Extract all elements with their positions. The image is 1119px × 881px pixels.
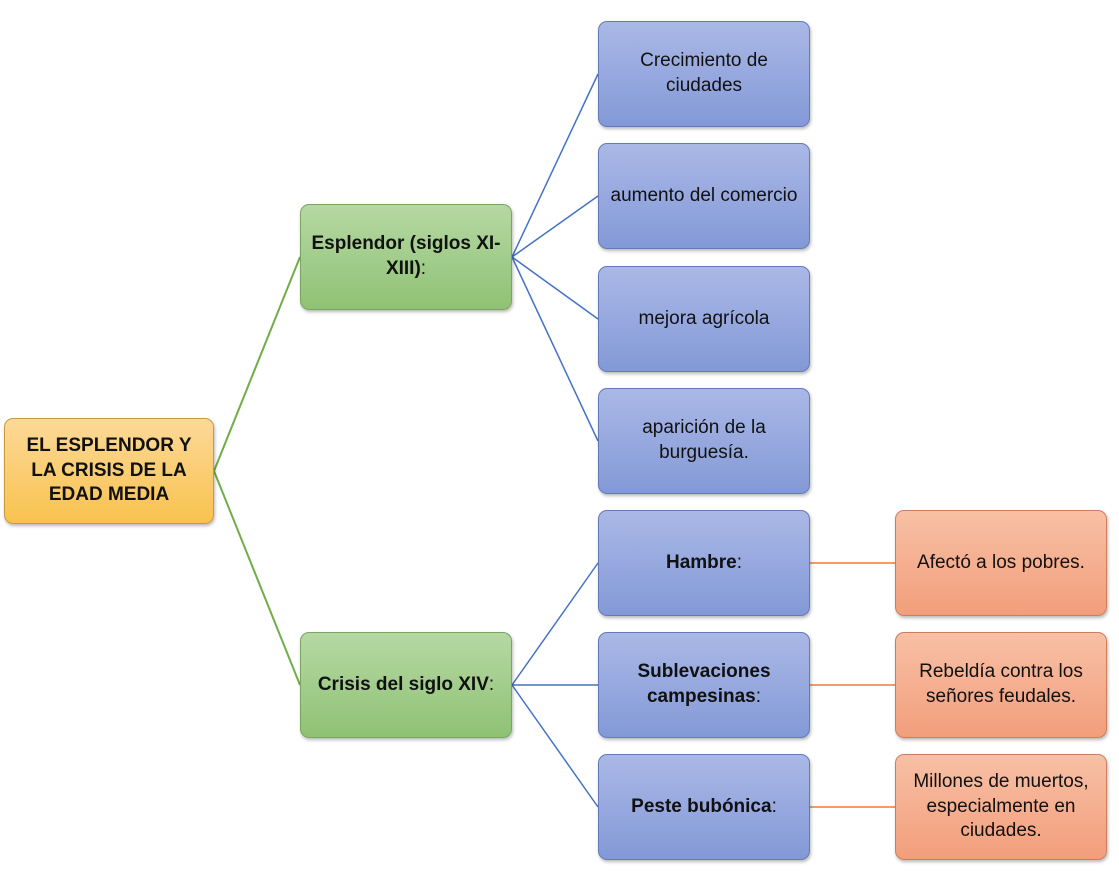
connector-esplendor-item <box>511 195 599 258</box>
connector-esplendor-item <box>511 256 599 442</box>
esplendor-item: Crecimiento de ciudades <box>598 21 810 127</box>
connector-esplendor-item <box>511 73 599 258</box>
detail-peste: Millones de muertos, especialmente en ci… <box>895 754 1107 860</box>
connector-root-crisis <box>213 470 301 686</box>
branch-esplendor: Esplendor (siglos XI-XIII): <box>300 204 512 310</box>
root-node: EL ESPLENDOR Y LA CRISIS DE LA EDAD MEDI… <box>4 418 214 524</box>
branch-crisis: Crisis del siglo XIV: <box>300 632 512 738</box>
connector-crisis-item <box>511 562 599 686</box>
branch-esplendor-title: Esplendor (siglos XI-XIII) <box>311 233 501 279</box>
connector-crisis-item <box>511 684 599 808</box>
crisis-item-peste: Peste bubónica: <box>598 754 810 860</box>
detail-sublevaciones: Rebeldía contra los señores feudales. <box>895 632 1107 738</box>
branch-crisis-title: Crisis del siglo XIV <box>317 673 489 695</box>
detail-hambre: Afectó a los pobres. <box>895 510 1107 616</box>
connector-esplendor-item <box>511 256 599 320</box>
esplendor-item: aumento del comercio <box>598 143 810 249</box>
esplendor-item: aparición de la burguesía. <box>598 388 810 494</box>
connector-root-esplendor <box>213 256 301 472</box>
crisis-item-sublevaciones: Sublevaciones campesinas: <box>598 632 810 738</box>
root-title: EL ESPLENDOR Y LA CRISIS DE LA EDAD MEDI… <box>26 434 192 506</box>
esplendor-item: mejora agrícola <box>598 266 810 372</box>
crisis-item-hambre: Hambre: <box>598 510 810 616</box>
